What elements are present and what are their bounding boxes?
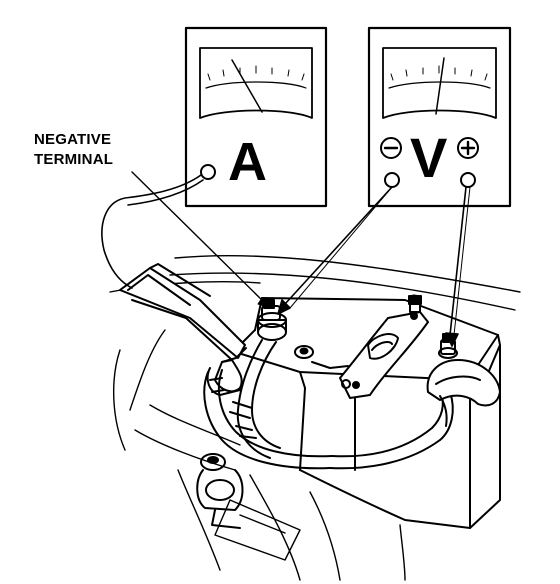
negative-terminal-label-line1: NEGATIVE — [34, 131, 112, 148]
positive-terminal-boot — [426, 359, 501, 427]
reservoir-cap — [196, 453, 244, 529]
negative-cable-clamp — [119, 263, 247, 396]
ammeter — [184, 26, 328, 208]
voltmeter — [367, 26, 512, 208]
ammeter-letter: A — [228, 132, 268, 192]
battery — [234, 297, 501, 529]
test-leads — [101, 171, 471, 347]
voltmeter-positive-symbol — [457, 137, 479, 159]
vehicle-cables — [203, 339, 454, 470]
voltmeter-negative-symbol — [380, 137, 402, 159]
negative-terminal-label-line2: TERMINAL — [34, 151, 114, 168]
voltmeter-letter: V — [410, 126, 448, 189]
hold-down-bracket — [339, 294, 429, 471]
